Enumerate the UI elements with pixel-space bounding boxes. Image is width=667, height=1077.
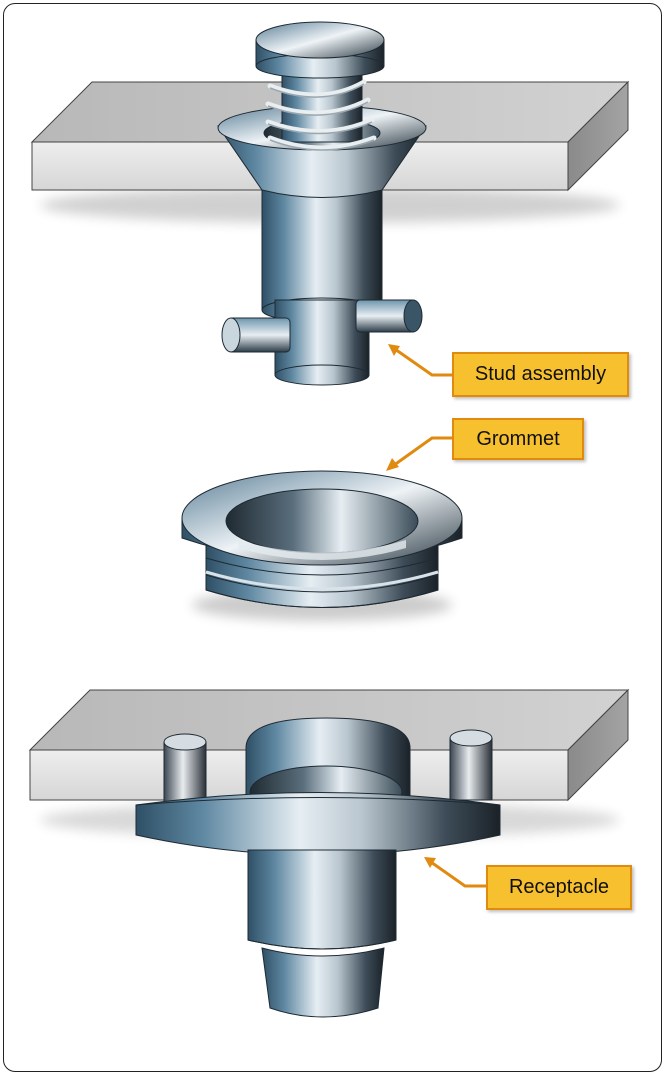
receptacle-arrowhead xyxy=(424,857,436,868)
leader-lines xyxy=(386,344,488,888)
receptacle-leader xyxy=(427,858,488,888)
receptacle-label: Receptacle xyxy=(486,865,632,910)
stud-arrowhead xyxy=(388,344,400,356)
grommet-arrowhead xyxy=(386,458,399,471)
grommet-leader xyxy=(389,436,452,470)
grommet-label: Grommet xyxy=(452,418,584,460)
stud-assembly-drawing xyxy=(30,21,630,386)
grommet-drawing xyxy=(181,470,463,621)
receptacle-drawing xyxy=(28,688,630,1018)
stud-assembly-label: Stud assembly xyxy=(452,352,629,397)
stud-leader xyxy=(391,345,452,377)
